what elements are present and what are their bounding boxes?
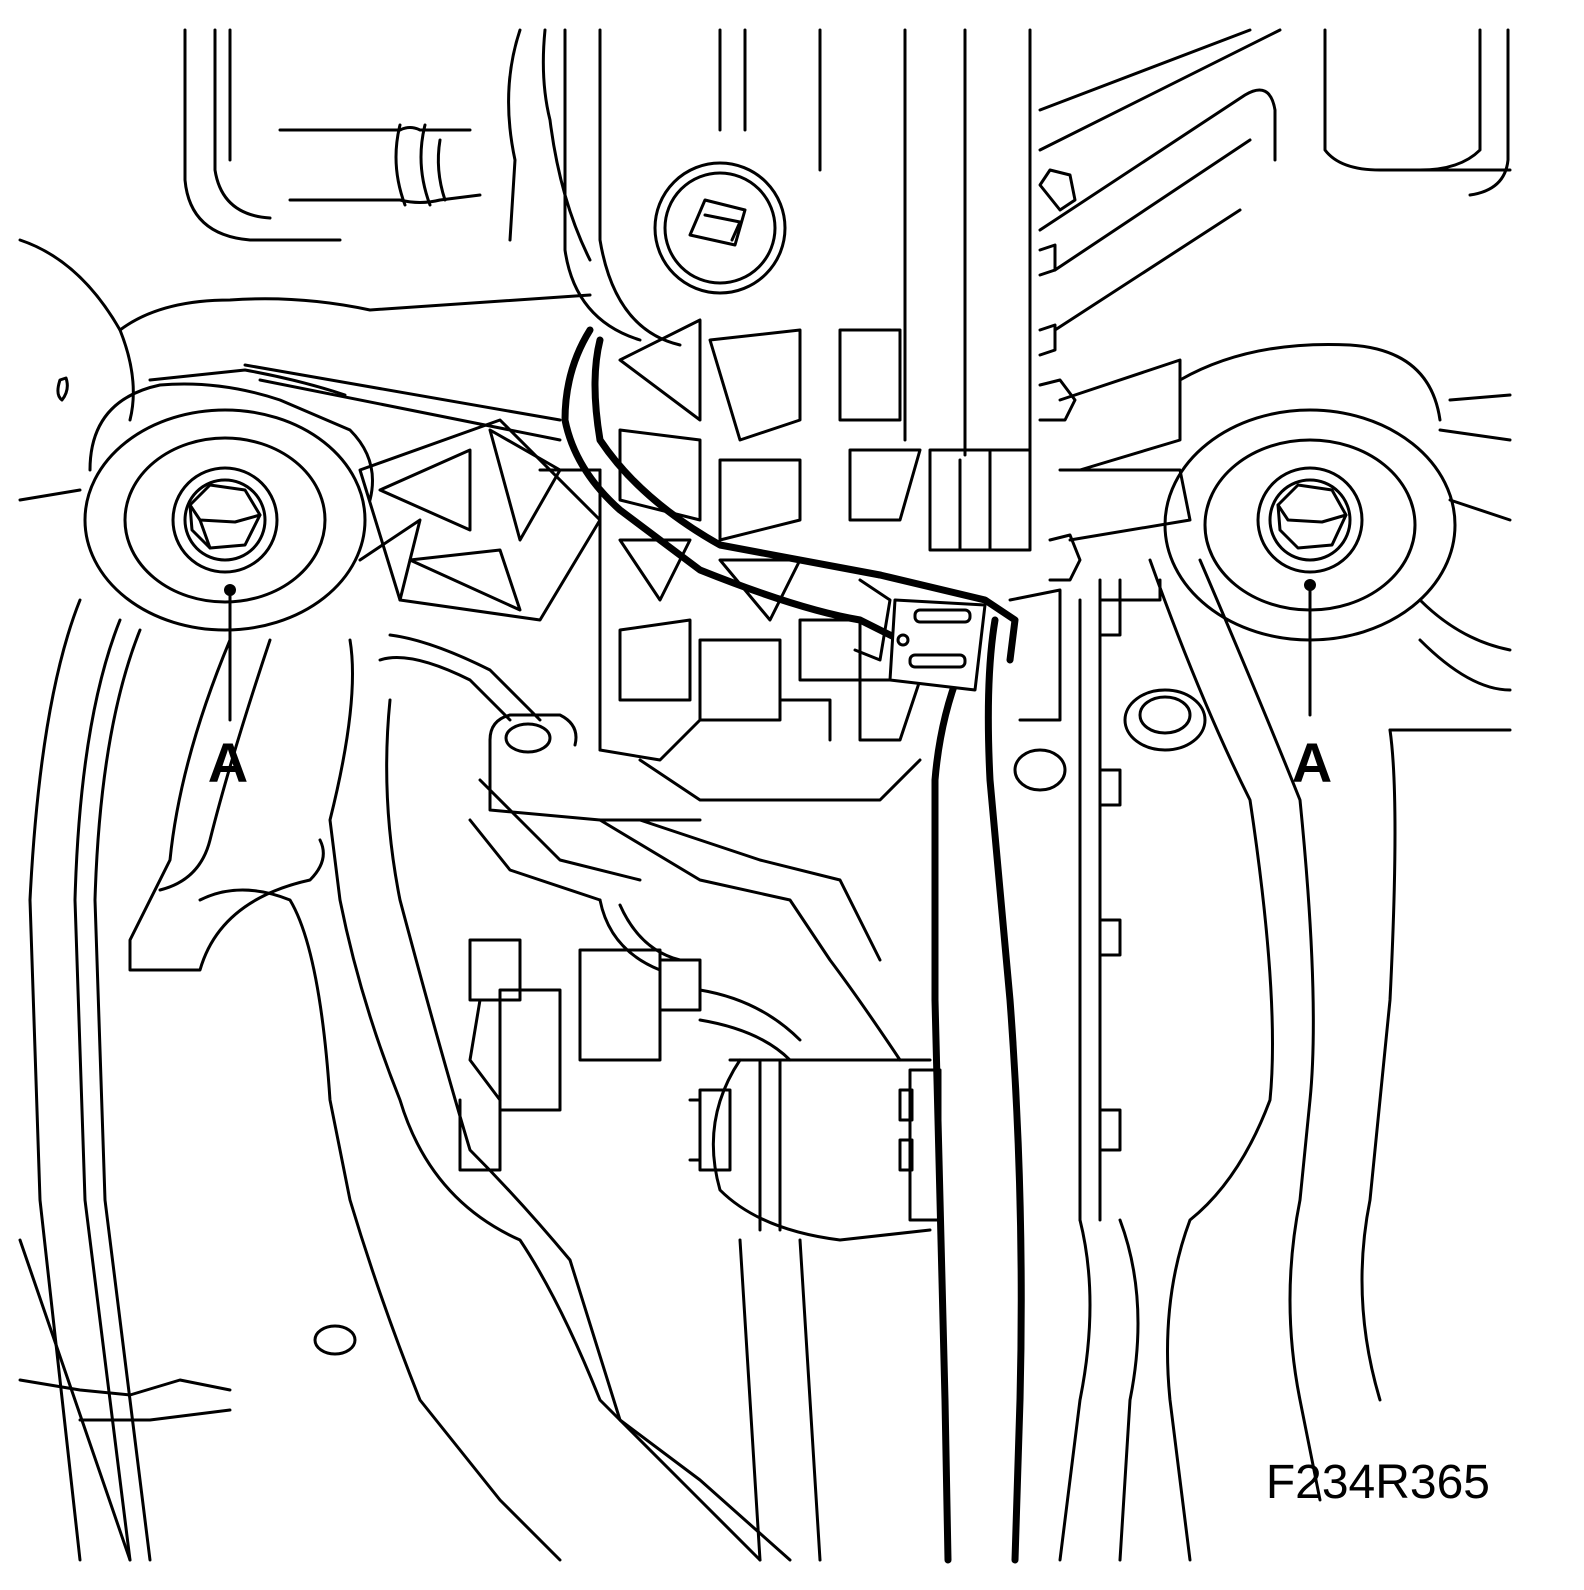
wiring-harness-highlight (561, 326, 1025, 1564)
right-mount-bushing (1163, 342, 1457, 642)
left-mount-bushing (83, 382, 374, 632)
center-bolt (653, 161, 787, 295)
crossover-tube (378, 633, 902, 1062)
figure-id: F234R365 (1266, 1456, 1490, 1509)
actuator-motor (688, 1058, 942, 1242)
floor-pan (18, 238, 1512, 1562)
right-bracket (928, 168, 1207, 1222)
callout-label-left: A (208, 731, 248, 794)
callout-label-right: A (1292, 731, 1332, 794)
hose-and-connector (458, 778, 802, 1172)
upper-crossbar (278, 123, 482, 207)
subframe-bracket (118, 293, 922, 802)
upper-frame-rails (183, 28, 1512, 462)
